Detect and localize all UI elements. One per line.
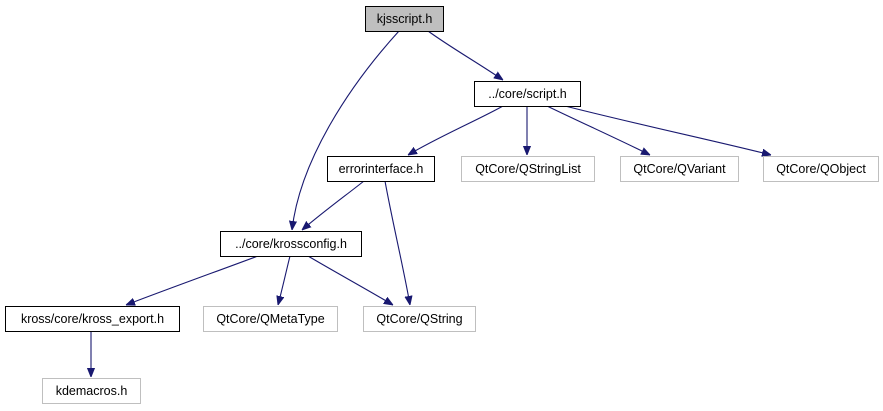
node-box-errorinterface <box>327 156 435 182</box>
node-box-krossconfig <box>220 231 362 257</box>
node-label-qstringlist: QtCore/QStringList <box>475 162 581 176</box>
edge-errorinterface-to-krossconfig <box>302 180 365 230</box>
node-label-kjsscript: kjsscript.h <box>377 12 433 26</box>
node-label-krossexport: kross/core/kross_export.h <box>21 312 164 326</box>
edge-script-to-errorinterface <box>408 105 504 155</box>
edge-script-to-qvariant <box>546 105 650 155</box>
node-label-script: ../core/script.h <box>488 87 567 101</box>
nodes-layer: kjsscript.h ../core/script.h errorinterfac… <box>5 6 879 404</box>
node-label-qobject: QtCore/QObject <box>776 162 866 176</box>
node-label-qmetatype: QtCore/QMetaType <box>216 312 324 326</box>
node-krossconfig[interactable]: ../core/krossconfig.h <box>220 231 362 257</box>
edge-kjsscript-to-script <box>427 30 503 80</box>
node-krossexport[interactable]: kross/core/kross_export.h <box>5 306 180 332</box>
node-box-qmetatype <box>203 306 338 332</box>
node-kjsscript[interactable]: kjsscript.h <box>365 6 444 32</box>
node-label-krossconfig: ../core/krossconfig.h <box>235 237 347 251</box>
node-box-qvariant <box>620 156 739 182</box>
node-label-kdemacros: kdemacros.h <box>56 384 128 398</box>
node-box-qstringlist <box>461 156 595 182</box>
edge-script-to-qobject <box>564 105 771 155</box>
node-box-script <box>474 81 581 107</box>
node-qobject: QtCore/QObject <box>763 156 879 182</box>
edge-errorinterface-to-qstring <box>384 180 410 305</box>
node-qstringlist: QtCore/QStringList <box>461 156 595 182</box>
node-script[interactable]: ../core/script.h <box>474 81 581 107</box>
node-box-kjsscript <box>365 6 444 32</box>
edge-krossconfig-to-qstring <box>307 255 393 305</box>
node-label-qstring: QtCore/QString <box>376 312 462 326</box>
node-box-qstring <box>363 306 476 332</box>
edge-kjsscript-to-krossconfig <box>292 30 400 230</box>
edges-layer <box>91 30 771 377</box>
node-qstring: QtCore/QString <box>363 306 476 332</box>
node-qmetatype: QtCore/QMetaType <box>203 306 338 332</box>
node-label-qvariant: QtCore/QVariant <box>633 162 726 176</box>
node-label-errorinterface: errorinterface.h <box>339 162 424 176</box>
node-box-kdemacros <box>42 378 141 404</box>
node-box-qobject <box>763 156 879 182</box>
node-qvariant: QtCore/QVariant <box>620 156 739 182</box>
edge-krossconfig-to-qmetatype <box>278 255 291 305</box>
node-errorinterface[interactable]: errorinterface.h <box>327 156 435 182</box>
node-kdemacros: kdemacros.h <box>42 378 141 404</box>
edge-krossconfig-to-krossexport <box>126 255 259 305</box>
node-box-krossexport <box>5 306 180 332</box>
